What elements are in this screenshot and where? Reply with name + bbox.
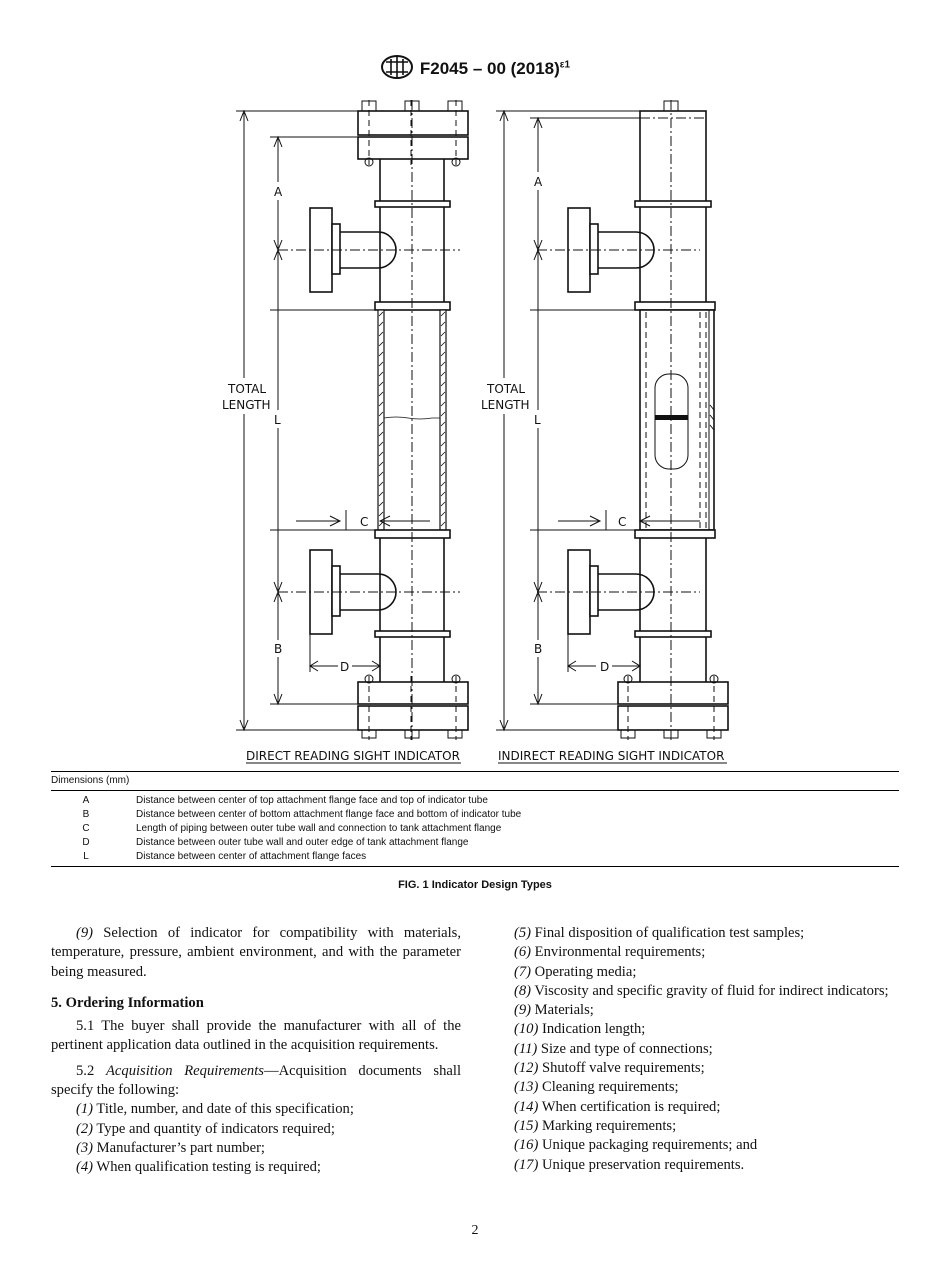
total-length-line1: TOTAL <box>227 382 266 396</box>
designation-superscript: ε1 <box>559 59 571 71</box>
dim-label-l-right: L <box>534 413 541 427</box>
total-length-line2: LENGTH <box>222 398 270 412</box>
total-length-right-line1: TOTAL <box>486 382 525 396</box>
list-item: (9) Materials; <box>514 1002 594 1019</box>
indicator-design-figure: A L B C D TOTAL LENGTH DIRECT READING SI… <box>222 100 729 764</box>
section-heading: 5. Ordering Information <box>51 994 204 1011</box>
dim-label-d: D <box>340 660 349 674</box>
list-item: (10) Indication length; <box>514 1021 646 1038</box>
astm-logo-icon <box>380 54 414 85</box>
direct-reading-indicator-drawing: A L B C D TOTAL LENGTH DIRECT READING SI… <box>222 100 469 764</box>
list-item: (6) Environmental requirements; <box>514 944 706 961</box>
page-number: 2 <box>471 1223 479 1238</box>
list-item: (4) When qualification testing is requir… <box>76 1159 321 1176</box>
document-header: F2045 – 00 (2018)ε1 <box>0 54 950 85</box>
list-item: (17) Unique preservation requirements. <box>514 1156 745 1173</box>
direct-reading-caption: DIRECT READING SIGHT INDICATOR <box>246 749 460 763</box>
list-item: (3) Manufacturer’s part number; <box>76 1139 265 1156</box>
list-item: (13) Cleaning requirements; <box>514 1079 679 1096</box>
dim-label-c-right: C <box>618 515 626 529</box>
figure-caption: FIG. 1 Indicator Design Types <box>398 879 552 891</box>
list-item: (2) Type and quantity of indicators requ… <box>76 1120 335 1137</box>
paragraph-5-1: 5.1 The buyer shall provide the manufact… <box>51 1018 461 1054</box>
list-item: (1) Title, number, and date of this spec… <box>76 1101 354 1118</box>
indirect-reading-indicator-drawing: A L B C D TOTAL LENGTH INDIRECT READING … <box>481 100 729 764</box>
dim-label-l: L <box>274 413 281 427</box>
list-item: (5) Final disposition of qualification t… <box>514 925 805 941</box>
total-length-right-line2: LENGTH <box>481 398 529 412</box>
list-item: (14) When certification is required; <box>514 1098 721 1115</box>
list-item: (11) Size and type of connections; <box>514 1040 713 1057</box>
dimensions-caption: Dimensions (mm) <box>51 775 130 786</box>
list-item: (16) Unique packaging requirements; and <box>514 1137 758 1154</box>
right-text-column: (5) Final disposition of qualification t… <box>489 924 899 1175</box>
item-9-paragraph: (9) Selection of indicator for compatibi… <box>51 925 461 980</box>
list-item: (12) Shutoff valve requirements; <box>514 1060 705 1077</box>
dim-label-c: C <box>360 515 368 529</box>
left-text-column: (9) Selection of indicator for compatibi… <box>51 924 461 1178</box>
top-flange-lower <box>357 136 469 160</box>
list-item: (15) Marking requirements; <box>514 1117 677 1134</box>
dim-label-d-right: D <box>600 660 609 674</box>
list-item: (7) Operating media; <box>514 963 637 980</box>
dim-label-b: B <box>274 642 282 656</box>
indirect-reading-caption: INDIRECT READING SIGHT INDICATOR <box>498 749 724 763</box>
paragraph-5-2: 5.2 Acquisition Requirements—Acquisition… <box>51 1062 461 1099</box>
dim-label-b-right: B <box>534 642 542 656</box>
top-flange-upper <box>357 110 469 136</box>
list-item: (8) Viscosity and specific gravity of fl… <box>514 982 889 999</box>
dim-label-a: A <box>274 185 283 199</box>
dim-label-a-right: A <box>534 175 543 189</box>
designation: F2045 – 00 (2018) <box>419 58 560 78</box>
